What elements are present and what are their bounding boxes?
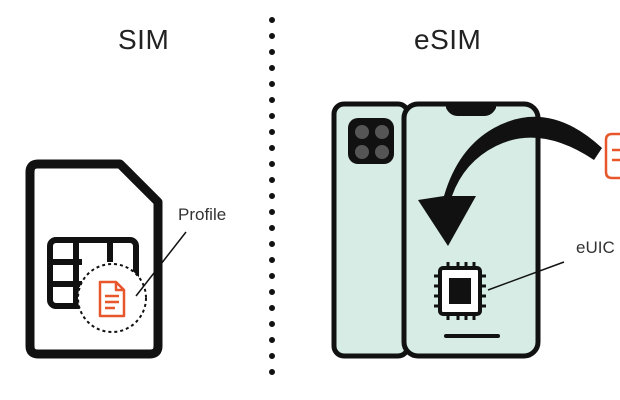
phone-back bbox=[331, 101, 411, 359]
dotted-divider bbox=[269, 17, 275, 375]
curved-arrow-icon bbox=[418, 116, 602, 246]
profile-pointer-line bbox=[135, 231, 187, 297]
sim-heading: SIM bbox=[118, 24, 170, 55]
euicc-pointer-line bbox=[487, 261, 565, 291]
document-icon bbox=[98, 280, 126, 318]
esim-heading: eSIM bbox=[414, 24, 482, 55]
phone-front bbox=[401, 101, 541, 359]
chip-icon bbox=[434, 262, 486, 320]
profile-label: Profile bbox=[178, 205, 227, 224]
euicc-label: eUIC bbox=[576, 238, 615, 257]
document-icon bbox=[604, 132, 620, 180]
sim-card-icon bbox=[25, 159, 163, 359]
